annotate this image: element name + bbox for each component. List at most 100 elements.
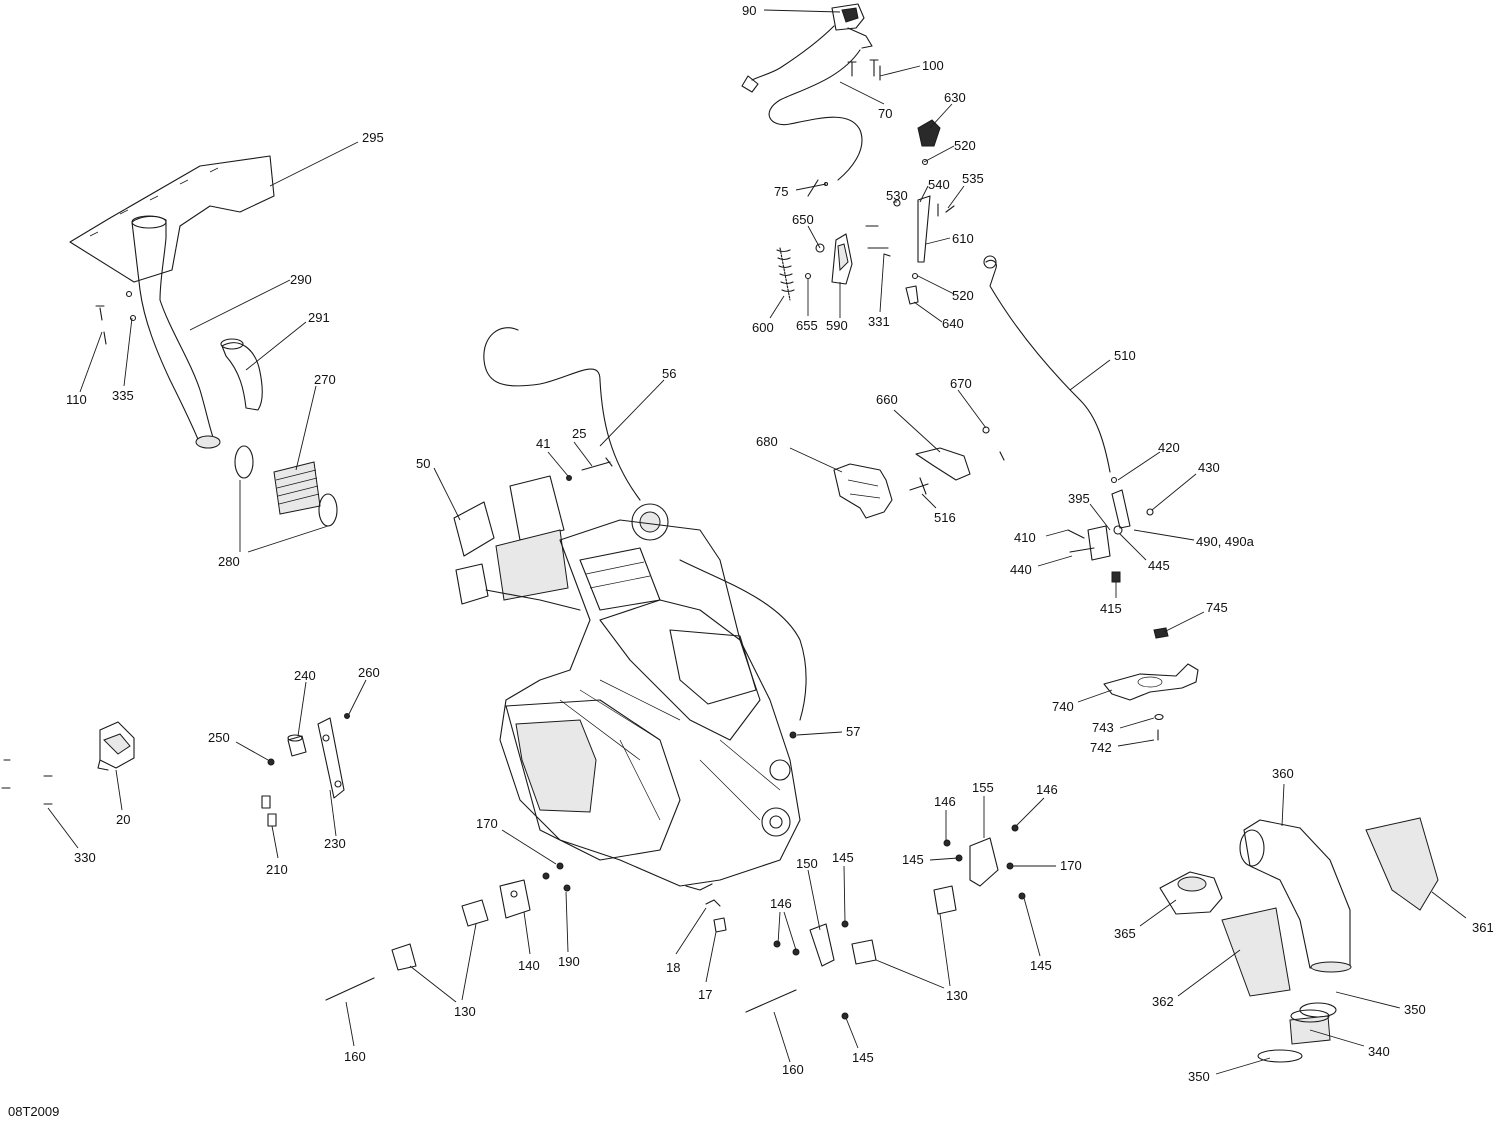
bracket-50 bbox=[453, 501, 495, 557]
air-intake-tube-290 bbox=[131, 215, 221, 449]
callout-label: 660 bbox=[876, 392, 898, 407]
callout-label: 331 bbox=[868, 314, 890, 329]
callout-label: 210 bbox=[266, 862, 288, 877]
callout-label: 250 bbox=[208, 730, 230, 745]
washer-743-screw-742 bbox=[1154, 713, 1164, 741]
callout-label: 440 bbox=[1010, 562, 1032, 577]
callout-label: 670 bbox=[950, 376, 972, 391]
throttle-cable bbox=[741, 25, 863, 181]
callout-label: 17 bbox=[698, 987, 712, 1002]
callout-label: 530 bbox=[886, 188, 908, 203]
callout-label: 415 bbox=[1100, 601, 1122, 616]
knob-630 bbox=[917, 119, 941, 166]
leader-lines bbox=[47, 9, 1467, 1075]
engine-mount-bracket-140 bbox=[499, 879, 531, 919]
screws-330 bbox=[1, 759, 53, 805]
callout-label: 160 bbox=[782, 1062, 804, 1077]
callout-label: 360 bbox=[1272, 766, 1294, 781]
callout-label: 340 bbox=[1368, 1044, 1390, 1059]
callout-label: 50 bbox=[416, 456, 430, 471]
callout-label: 100 bbox=[922, 58, 944, 73]
elbow-365 bbox=[1159, 871, 1223, 915]
bracket-150 bbox=[809, 923, 835, 967]
callout-label: 430 bbox=[1198, 460, 1220, 475]
link-420-445 bbox=[1067, 476, 1154, 583]
panel-361 bbox=[1365, 817, 1439, 911]
callout-label: 490, 490a bbox=[1196, 534, 1255, 549]
callout-label: 516 bbox=[934, 510, 956, 525]
callout-label: 362 bbox=[1152, 994, 1174, 1009]
callout-label: 140 bbox=[518, 958, 540, 973]
callout-label: 361 bbox=[1472, 920, 1494, 935]
callout-label: 130 bbox=[946, 988, 968, 1003]
callout-label: 90 bbox=[742, 3, 756, 18]
callout-label: 75 bbox=[774, 184, 788, 199]
callout-label: 740 bbox=[1052, 699, 1074, 714]
screw-110-washer-335 bbox=[95, 290, 137, 345]
callout-label: 745 bbox=[1206, 600, 1228, 615]
mount-240 bbox=[287, 734, 307, 757]
bracket-230 bbox=[317, 713, 350, 799]
boot-270 bbox=[273, 461, 321, 515]
callout-label: 145 bbox=[902, 852, 924, 867]
callout-label: 350 bbox=[1404, 1002, 1426, 1017]
callout-label: 70 bbox=[878, 106, 892, 121]
callout-label: 743 bbox=[1092, 720, 1114, 735]
callout-label: 110 bbox=[66, 392, 87, 407]
callout-label: 540 bbox=[928, 177, 950, 192]
rod-510 bbox=[983, 255, 1111, 473]
callout-label: 56 bbox=[662, 366, 676, 381]
callout-label: 170 bbox=[476, 816, 498, 831]
callout-label: 520 bbox=[954, 138, 976, 153]
callout-label: 535 bbox=[962, 171, 984, 186]
callout-label: 130 bbox=[454, 1004, 476, 1019]
breather-hose-56 bbox=[483, 327, 807, 721]
callout-label: 350 bbox=[1188, 1069, 1210, 1084]
module-20 bbox=[97, 721, 135, 771]
callout-label: 25 bbox=[572, 426, 586, 441]
callout-label: 190 bbox=[558, 954, 580, 969]
bolt-25 bbox=[566, 457, 613, 481]
callout-label: 510 bbox=[1114, 348, 1136, 363]
callout-label: 680 bbox=[756, 434, 778, 449]
bracket-680 bbox=[833, 463, 893, 519]
callout-label: 520 bbox=[952, 288, 974, 303]
callout-label: 291 bbox=[308, 310, 330, 325]
callout-label: 230 bbox=[324, 836, 346, 851]
nuts-145-146 bbox=[773, 824, 1026, 1020]
diagram-code: 08T2009 bbox=[8, 1104, 60, 1119]
callout-label: 650 bbox=[792, 212, 814, 227]
cable-end-75 bbox=[807, 179, 829, 197]
callout-label: 365 bbox=[1114, 926, 1136, 941]
clip-745 bbox=[1153, 627, 1169, 639]
long-bolts-160 bbox=[325, 977, 797, 1013]
callout-label: 290 bbox=[290, 272, 312, 287]
callout-label: 260 bbox=[358, 665, 380, 680]
rubber-mounts-130 bbox=[391, 885, 957, 971]
screw-57 bbox=[789, 731, 797, 739]
callout-label: 742 bbox=[1090, 740, 1112, 755]
callout-label: 410 bbox=[1014, 530, 1036, 545]
callout-label: 640 bbox=[942, 316, 964, 331]
callout-label: 145 bbox=[1030, 958, 1052, 973]
filter-340-clamps-350 bbox=[1257, 1002, 1337, 1063]
callout-label: 330 bbox=[74, 850, 96, 865]
callout-label: 270 bbox=[314, 372, 336, 387]
callout-label: 145 bbox=[832, 850, 854, 865]
callout-label: 57 bbox=[846, 724, 860, 739]
duct-291 bbox=[220, 338, 263, 411]
callout-label: 146 bbox=[770, 896, 792, 911]
callout-label: 590 bbox=[826, 318, 848, 333]
throttle-housing bbox=[831, 3, 873, 49]
callout-label: 41 bbox=[536, 436, 550, 451]
callout-label: 18 bbox=[666, 960, 680, 975]
callout-label: 295 bbox=[362, 130, 384, 145]
callout-label: 160 bbox=[344, 1049, 366, 1064]
callout-labels: 90 100 70 630 520 75 530 540 535 650 610… bbox=[66, 3, 1494, 1084]
callout-label: 146 bbox=[934, 794, 956, 809]
callout-label: 155 bbox=[972, 780, 994, 795]
callout-label: 170 bbox=[1060, 858, 1082, 873]
callout-label: 150 bbox=[796, 856, 818, 871]
panel-362 bbox=[1221, 907, 1291, 997]
